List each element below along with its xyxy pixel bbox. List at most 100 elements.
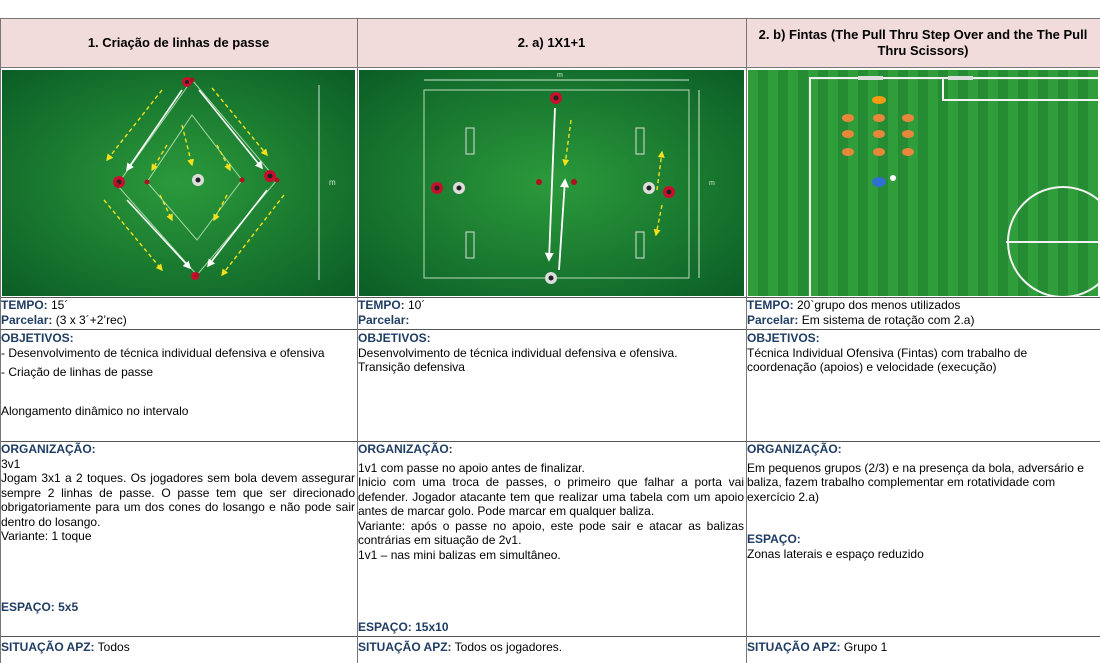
- objetivos-section-3: OBJETIVOS: Técnica Individual Ofensiva (…: [747, 331, 1098, 375]
- divider: [0, 297, 357, 298]
- situacao-section-2: SITUAÇÃO APZ: Todos os jogadores.: [358, 640, 744, 655]
- espaco-value: 5x5: [54, 600, 79, 614]
- organizacao-section-2: ORGANIZAÇÃO: 1v1 com passe no apoio ante…: [358, 442, 744, 562]
- column-1: 1. Criação de linhas de passe m: [0, 0, 357, 663]
- dimension-label-top: m: [557, 72, 563, 79]
- pitch-surface: [748, 70, 1098, 296]
- organizacao-line: 1v1 com passe no apoio antes de finaliza…: [358, 460, 585, 475]
- espaco-label: ESPAÇO:: [747, 532, 801, 546]
- pitch-surface: [2, 70, 355, 296]
- column-2: 2. a) 1X1+1 m m: [357, 0, 746, 663]
- espaco-section-1: ESPAÇO: 5x5: [1, 600, 355, 615]
- parcelar-label: Parcelar:: [747, 312, 799, 327]
- pitch-diagram-2: m m: [359, 70, 744, 296]
- organizacao-line: Variante: após o passe no apoio, este po…: [358, 518, 744, 548]
- tempo-value: 15´: [47, 298, 69, 312]
- players-diagram-1: [113, 77, 276, 280]
- tempo-label: TEMPO:: [747, 298, 794, 312]
- objetivos-line: Desenvolvimento de técnica individual de…: [358, 345, 678, 360]
- column-1-title: 1. Criação de linhas de passe: [0, 18, 357, 68]
- organizacao-label: ORGANIZAÇÃO:: [1, 442, 96, 456]
- organizacao-line: 1v1 – nas mini balizas em simultâneo.: [358, 547, 561, 562]
- column-2-title: 2. a) 1X1+1: [357, 18, 746, 68]
- divider: [746, 329, 1100, 330]
- divider: [0, 329, 357, 330]
- divider: [0, 636, 357, 637]
- organizacao-section-3: ORGANIZAÇÃO: Em pequenos grupos (2/3) e …: [747, 442, 1098, 504]
- cones-diagram-2: [536, 179, 577, 185]
- divider: [357, 329, 746, 330]
- objetivos-line: Técnica Individual Ofensiva (Fintas) com…: [747, 345, 1028, 375]
- objetivos-line: - Desenvolvimento de técnica individual …: [1, 345, 325, 360]
- organizacao-line: 3v1: [1, 456, 21, 471]
- organizacao-section-1: ORGANIZAÇÃO: 3v1 Jogam 3x1 a 2 toques. O…: [1, 442, 355, 544]
- tempo-value: 10´: [404, 298, 426, 312]
- organizacao-line: Jogam 3x1 a 2 toques. Os jogadores sem b…: [1, 471, 355, 529]
- situacao-label: SITUAÇÃO APZ:: [358, 640, 452, 654]
- pitch-diagram-1: m: [2, 70, 355, 296]
- organizacao-line: Variante: 1 toque: [1, 529, 92, 543]
- situacao-section-1: SITUAÇÃO APZ: Todos: [1, 640, 355, 655]
- objetivos-line: Alongamento dinâmico no intervalo: [1, 403, 189, 418]
- mini-goals: [465, 127, 645, 259]
- diagram-passing-lines: m: [2, 70, 355, 296]
- column-3-header: 2. b) Fintas (The Pull Thru Step Over an…: [746, 18, 1100, 68]
- objetivos-section-1: OBJETIVOS: - Desenvolvimento de técnica …: [1, 331, 355, 418]
- divider: [357, 636, 746, 637]
- tempo-label: TEMPO:: [1, 298, 48, 312]
- cones-diagram-3: [842, 96, 914, 156]
- divider: [746, 636, 1100, 637]
- objetivos-line: Transição defensiva: [358, 360, 465, 374]
- situacao-label: SITUAÇÃO APZ:: [1, 640, 95, 654]
- espaco-value: 15x10: [411, 620, 449, 634]
- situacao-section-3: SITUAÇÃO APZ: Grupo 1: [747, 640, 1098, 655]
- inner-diamond: [146, 114, 243, 241]
- divider: [357, 441, 746, 442]
- ball: [890, 175, 896, 181]
- tempo-label: TEMPO:: [358, 298, 405, 312]
- organizacao-label: ORGANIZAÇÃO:: [747, 442, 842, 456]
- situacao-value: Todos os jogadores.: [451, 640, 563, 654]
- divider: [0, 441, 357, 442]
- espaco-value: Zonas laterais e espaço reduzido: [747, 546, 924, 561]
- organizacao-line: Em pequenos grupos (2/3) e na presença d…: [747, 460, 1084, 504]
- espaco-section-2: ESPAÇO: 15x10: [358, 620, 744, 635]
- objetivos-label: OBJETIVOS:: [358, 331, 431, 345]
- player-blue: [872, 177, 886, 187]
- situacao-value: Grupo 1: [840, 640, 888, 654]
- column-divider: [357, 18, 358, 663]
- parcelar-value: Em sistema de rotação com 2.a): [798, 312, 975, 327]
- tempo-section-2: TEMPO: 10´ Parcelar:: [358, 298, 744, 327]
- objetivos-section-2: OBJETIVOS: Desenvolvimento de técnica in…: [358, 331, 744, 375]
- organizacao-label: ORGANIZAÇÃO:: [358, 442, 453, 456]
- divider: [746, 297, 1100, 298]
- goal-right: [948, 76, 973, 80]
- column-3-title: 2. b) Fintas (The Pull Thru Step Over an…: [758, 27, 1088, 58]
- column-divider: [746, 18, 747, 663]
- cones-diagram-1: [114, 77, 280, 278]
- situacao-label: SITUAÇÃO APZ:: [747, 640, 841, 654]
- espaco-label: ESPAÇO:: [358, 620, 412, 634]
- column-3: 2. b) Fintas (The Pull Thru Step Over an…: [746, 0, 1100, 663]
- tempo-section-3: TEMPO: 20`grupo dos menos utilizados Par…: [747, 298, 1098, 327]
- pitch-diagram-3: [748, 70, 1098, 296]
- objetivos-label: OBJETIVOS:: [1, 331, 74, 345]
- goal-left: [858, 76, 883, 80]
- situacao-value: Todos: [94, 640, 130, 654]
- espaco-section-3: ESPAÇO: Zonas laterais e espaço reduzido: [747, 532, 1098, 561]
- parcelar-label: Parcelar:: [358, 312, 410, 327]
- dimension-label-side: m: [709, 180, 715, 187]
- divider: [357, 297, 746, 298]
- players-diagram-2: [431, 92, 675, 284]
- table-border-left: [0, 18, 1, 663]
- tempo-section-1: TEMPO: 15´ Parcelar: (3 x 3´+2’rec): [1, 298, 355, 327]
- organizacao-line: Inicio com uma troca de passes, o primei…: [358, 475, 744, 518]
- divider: [746, 441, 1100, 442]
- parcelar-label: Parcelar:: [1, 312, 53, 327]
- spacer: [1, 380, 355, 404]
- diagram-1x1: m m: [359, 70, 744, 296]
- tempo-value: 20`grupo dos menos utilizados: [793, 298, 961, 312]
- espaco-label: ESPAÇO:: [1, 600, 55, 614]
- parcelar-value: (3 x 3´+2’rec): [52, 312, 127, 327]
